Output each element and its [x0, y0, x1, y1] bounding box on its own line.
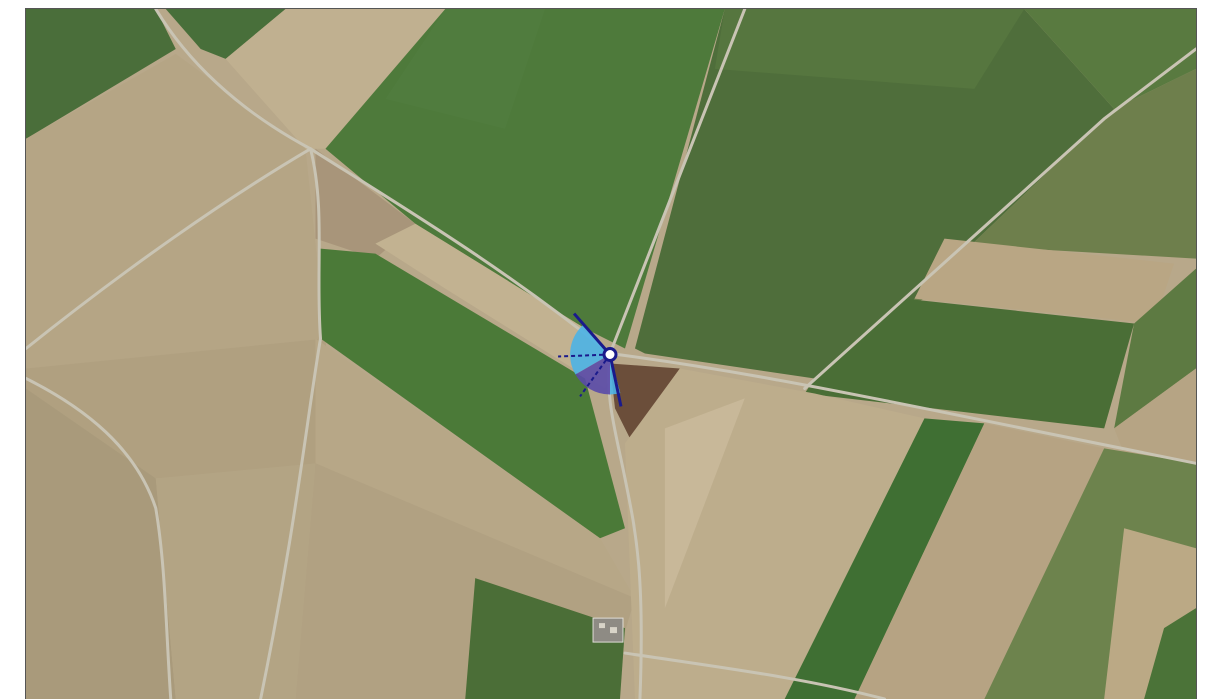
field-layer	[26, 9, 1196, 699]
bearing-sector-upper	[570, 323, 611, 375]
bearing-sector-highlight	[575, 354, 611, 395]
road-layer	[26, 9, 1196, 699]
bearing-line-lowerleft-dashed	[579, 353, 611, 398]
satellite-map[interactable]	[26, 9, 1196, 699]
building	[592, 617, 624, 643]
bearing-line-left-dashed	[558, 353, 611, 358]
map-view[interactable]	[25, 8, 1197, 699]
location-marker[interactable]	[558, 312, 623, 407]
bearing-line-upper	[572, 312, 612, 356]
location-marker-icon[interactable]	[602, 347, 618, 362]
bearing-line-lower	[608, 354, 623, 407]
